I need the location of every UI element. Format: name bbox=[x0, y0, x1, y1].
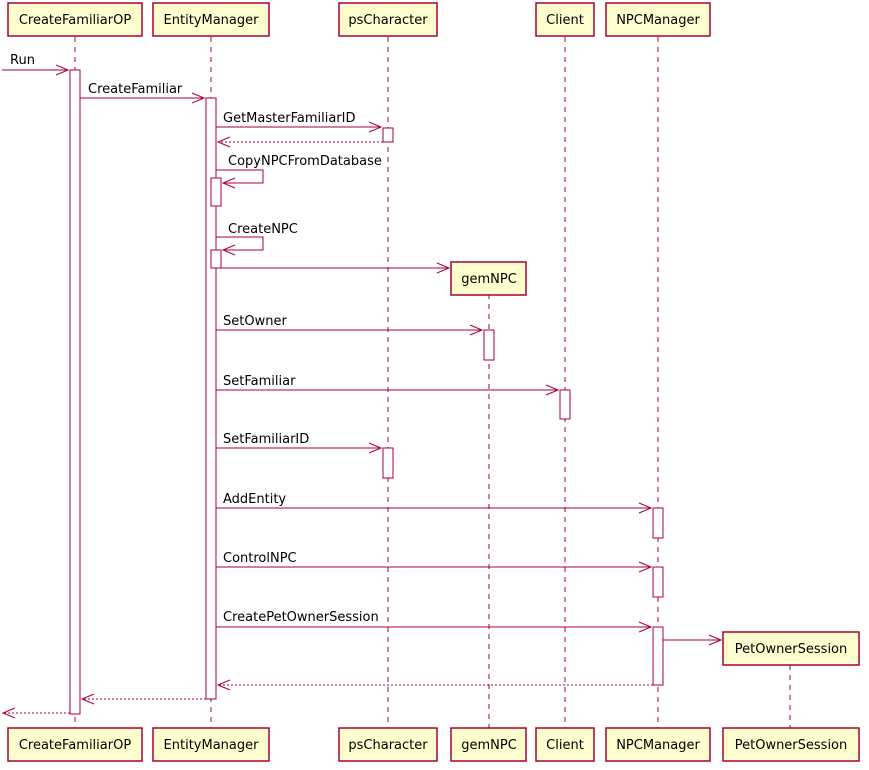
participant-label: EntityManager bbox=[164, 13, 260, 28]
participant-label: CreateFamiliarOP bbox=[19, 13, 131, 28]
message-create-petownersession bbox=[663, 634, 723, 646]
message-run: Run bbox=[2, 53, 70, 76]
activation-entitymanager-copy bbox=[210, 177, 222, 207]
participant-label: PetOwnerSession bbox=[735, 642, 848, 657]
message-set-owner: SetOwner bbox=[216, 314, 484, 336]
participant-entitymanager-bottom: EntityManager bbox=[152, 727, 270, 762]
message-get-master-familiar-id: GetMasterFamiliarID bbox=[216, 111, 383, 133]
activation-npcmanager-3 bbox=[652, 626, 664, 686]
participant-client-bottom: Client bbox=[535, 727, 595, 762]
activation-client bbox=[559, 389, 571, 420]
participant-petownersession-bottom: PetOwnerSession bbox=[722, 727, 860, 762]
participant-pscharacter-bottom: psCharacter bbox=[338, 727, 438, 762]
participant-label: EntityManager bbox=[164, 738, 260, 753]
participant-label: Client bbox=[546, 738, 584, 753]
message-label: Run bbox=[10, 53, 35, 68]
message-create-familiar: CreateFamiliar bbox=[80, 82, 206, 104]
participant-label: NPCManager bbox=[616, 738, 700, 753]
participant-label: psCharacter bbox=[348, 13, 428, 28]
message-return-to-entitymanager bbox=[216, 679, 653, 691]
message-label: ControlNPC bbox=[223, 551, 297, 566]
participant-createfamiliarop-top: CreateFamiliarOP bbox=[7, 2, 143, 37]
message-set-familiar: SetFamiliar bbox=[216, 374, 560, 396]
message-return-to-createfamiliarop bbox=[80, 693, 206, 705]
participant-label: gemNPC bbox=[461, 738, 517, 753]
participant-gemnpc-created: gemNPC bbox=[450, 261, 527, 296]
message-label: CopyNPCFromDatabase bbox=[228, 154, 382, 169]
message-label: SetOwner bbox=[223, 314, 287, 329]
message-return-to-caller bbox=[1, 707, 70, 719]
participant-npcmanager-bottom: NPCManager bbox=[605, 727, 711, 762]
message-add-entity: AddEntity bbox=[216, 492, 653, 514]
participant-createfamiliarop-bottom: CreateFamiliarOP bbox=[7, 727, 143, 762]
message-copy-npc-from-database: CopyNPCFromDatabase bbox=[216, 154, 382, 189]
participant-client-top: Client bbox=[535, 2, 595, 37]
activation-entitymanager bbox=[205, 97, 217, 700]
message-set-familiar-id: SetFamiliarID bbox=[216, 432, 383, 454]
message-label: CreateFamiliar bbox=[88, 82, 183, 97]
activation-pscharacter-2 bbox=[382, 447, 394, 479]
participant-label: PetOwnerSession bbox=[735, 738, 848, 753]
message-label: SetFamiliarID bbox=[223, 432, 309, 447]
participant-entitymanager-top: EntityManager bbox=[152, 2, 270, 37]
message-get-master-familiar-id-return bbox=[216, 136, 383, 148]
activation-npcmanager-1 bbox=[652, 507, 664, 539]
participant-npcmanager-top: NPCManager bbox=[605, 2, 711, 37]
message-create-npc: CreateNPC bbox=[216, 222, 298, 256]
message-label: CreatePetOwnerSession bbox=[223, 610, 379, 625]
participant-gemnpc-bottom: gemNPC bbox=[450, 727, 527, 762]
activation-entitymanager-createnpc bbox=[210, 249, 222, 269]
participant-pscharacter-top: psCharacter bbox=[338, 2, 438, 37]
participant-label: gemNPC bbox=[461, 272, 517, 287]
message-label: SetFamiliar bbox=[223, 374, 296, 389]
activation-pscharacter-1 bbox=[382, 127, 394, 143]
activation-gemnpc bbox=[483, 329, 495, 361]
participant-label: Client bbox=[546, 13, 584, 28]
message-label: CreateNPC bbox=[228, 222, 298, 237]
message-label: AddEntity bbox=[223, 492, 286, 507]
activation-createfamiliarop bbox=[69, 69, 81, 715]
message-control-npc: ControlNPC bbox=[216, 551, 653, 573]
message-create-gemnpc bbox=[221, 262, 451, 274]
participant-petownersession-created: PetOwnerSession bbox=[722, 631, 860, 666]
participant-label: psCharacter bbox=[348, 738, 428, 753]
message-label: GetMasterFamiliarID bbox=[223, 111, 355, 126]
participant-label: CreateFamiliarOP bbox=[19, 738, 131, 753]
activation-npcmanager-2 bbox=[652, 566, 664, 598]
message-create-pet-owner-session: CreatePetOwnerSession bbox=[216, 610, 653, 633]
participant-label: NPCManager bbox=[616, 13, 700, 28]
